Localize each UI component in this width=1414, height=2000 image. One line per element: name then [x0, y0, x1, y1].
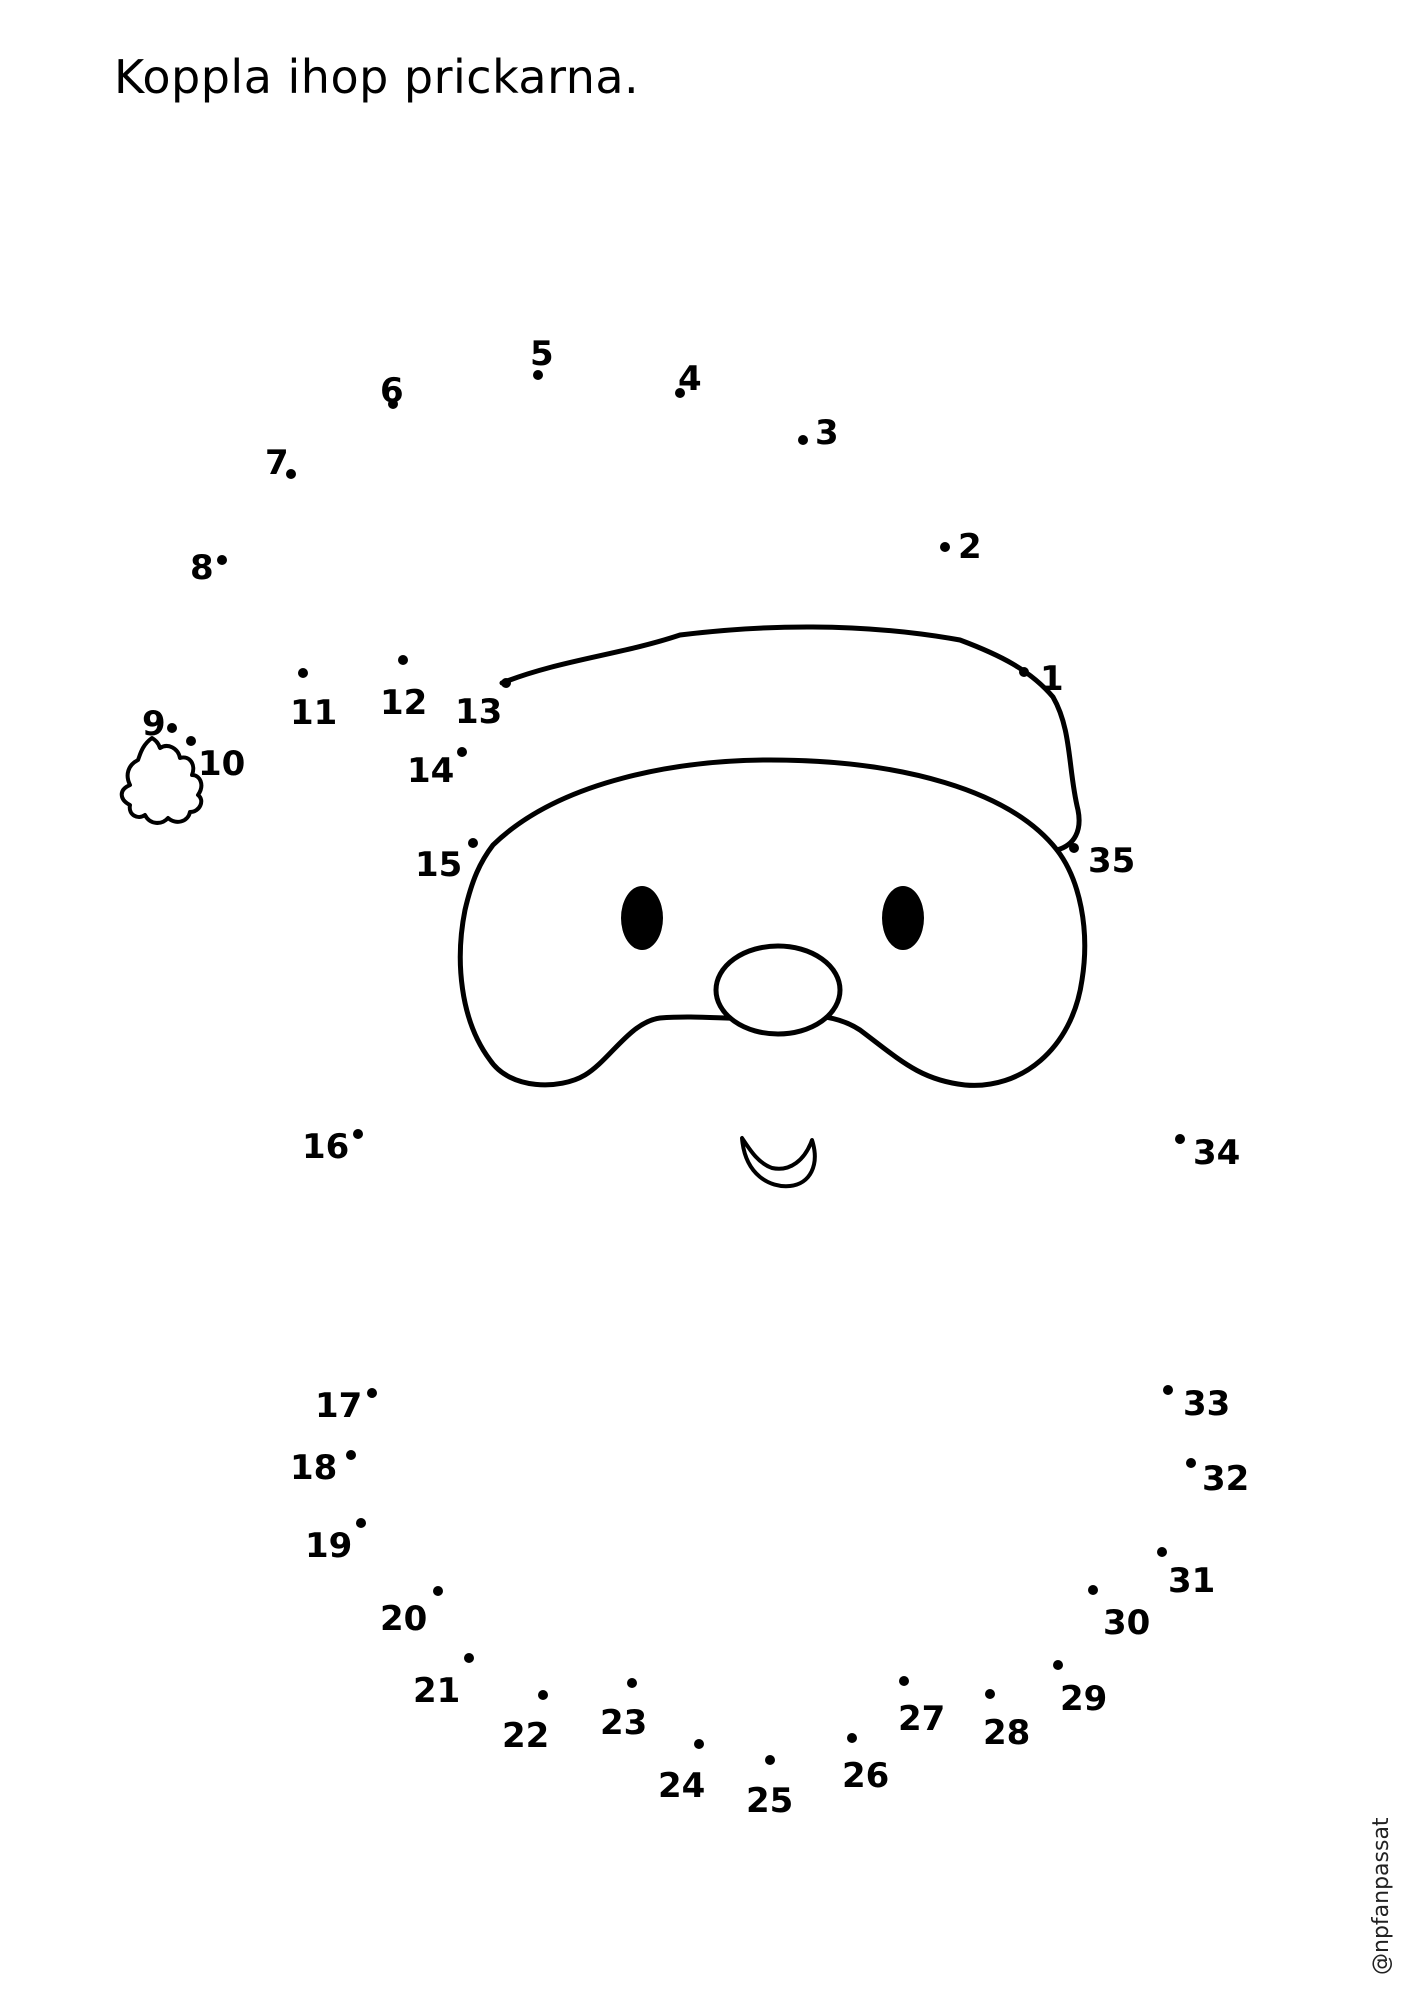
dot-20 — [433, 1586, 443, 1596]
dot-8 — [217, 555, 227, 565]
dot-34 — [1175, 1134, 1185, 1144]
smile-icon — [740, 1136, 817, 1189]
dot-label-9: 9 — [142, 704, 166, 744]
dot-label-14: 14 — [407, 751, 454, 791]
dot-23 — [627, 1678, 637, 1688]
dot-label-29: 29 — [1060, 1679, 1107, 1719]
dot-4 — [675, 388, 685, 398]
dot-label-2: 2 — [958, 527, 982, 567]
dot-label-5: 5 — [530, 334, 554, 374]
dot-21 — [464, 1653, 474, 1663]
dot-label-24: 24 — [658, 1766, 705, 1806]
dot-label-15: 15 — [415, 845, 462, 885]
dot-3 — [798, 435, 808, 445]
dot-9 — [167, 723, 177, 733]
dot-29 — [1053, 1660, 1063, 1670]
dot-label-7: 7 — [265, 443, 289, 483]
worksheet-title: Koppla ihop prickarna. — [114, 50, 640, 104]
dot-14 — [457, 747, 467, 757]
dot-18 — [346, 1450, 356, 1460]
dot-label-1: 1 — [1040, 659, 1064, 699]
dot-label-22: 22 — [502, 1716, 549, 1756]
dot-label-23: 23 — [600, 1703, 647, 1743]
dot-13 — [501, 678, 511, 688]
dot-22 — [538, 1690, 548, 1700]
dot-33 — [1163, 1385, 1173, 1395]
dot-label-17: 17 — [315, 1386, 362, 1426]
dot-label-20: 20 — [380, 1599, 427, 1639]
dot-label-28: 28 — [983, 1713, 1030, 1753]
dot-32 — [1186, 1458, 1196, 1468]
dot-1 — [1019, 667, 1029, 677]
nose-icon — [713, 943, 843, 1037]
dot-27 — [899, 1676, 909, 1686]
dot-label-33: 33 — [1183, 1384, 1230, 1424]
right-eye-icon — [882, 886, 924, 950]
dot-label-27: 27 — [898, 1699, 945, 1739]
dot-label-3: 3 — [815, 413, 839, 453]
dot-17 — [367, 1388, 377, 1398]
dot-11 — [298, 668, 308, 678]
dot-6 — [388, 399, 398, 409]
dot-label-31: 31 — [1168, 1561, 1215, 1601]
dot-2 — [940, 542, 950, 552]
dot-label-16: 16 — [302, 1127, 349, 1167]
dot-label-21: 21 — [413, 1671, 460, 1711]
dot-31 — [1157, 1547, 1167, 1557]
dot-label-13: 13 — [455, 692, 502, 732]
dot-label-35: 35 — [1088, 841, 1135, 881]
dot-label-34: 34 — [1193, 1133, 1240, 1173]
dot-label-25: 25 — [746, 1781, 793, 1821]
dot-30 — [1088, 1585, 1098, 1595]
dot-label-6: 6 — [380, 371, 404, 411]
dot-15 — [468, 838, 478, 848]
hat-band — [499, 624, 1082, 853]
dot-label-12: 12 — [380, 683, 427, 723]
dot-24 — [694, 1739, 704, 1749]
dot-25 — [765, 1755, 775, 1765]
dot-label-32: 32 — [1202, 1459, 1249, 1499]
dot-7 — [286, 469, 296, 479]
face-outline — [457, 757, 1088, 1088]
dot-label-11: 11 — [290, 693, 337, 733]
dot-label-26: 26 — [842, 1756, 889, 1796]
dot-label-10: 10 — [198, 744, 245, 784]
dot-26 — [847, 1733, 857, 1743]
dot-label-8: 8 — [190, 548, 214, 588]
dot-10 — [186, 736, 196, 746]
dot-35 — [1069, 843, 1079, 853]
dot-label-19: 19 — [305, 1526, 352, 1566]
dot-16 — [353, 1129, 363, 1139]
dot-28 — [985, 1689, 995, 1699]
left-eye-icon — [621, 886, 663, 950]
dot-19 — [356, 1518, 366, 1528]
dot-12 — [398, 655, 408, 665]
credit-text: @npfanpassat — [1369, 1817, 1394, 1975]
pompom-icon — [119, 736, 204, 825]
dot-label-30: 30 — [1103, 1603, 1150, 1643]
dot-label-4: 4 — [678, 359, 702, 399]
dot-5 — [533, 370, 543, 380]
dot-label-18: 18 — [290, 1448, 337, 1488]
